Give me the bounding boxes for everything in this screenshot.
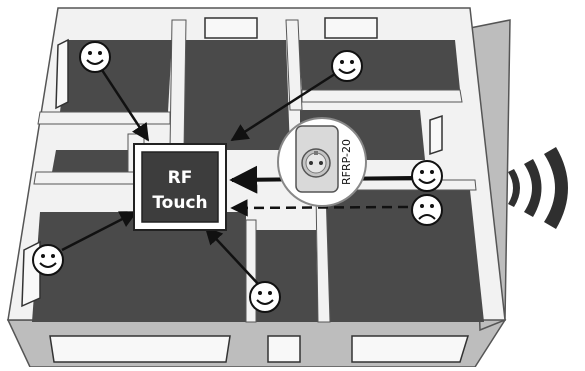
window-right: [429, 114, 443, 156]
room-floor-top-left: [60, 40, 172, 112]
window-back-2: [324, 17, 378, 39]
wireless-signal-icon: [508, 147, 568, 229]
power-socket-icon: [301, 148, 331, 178]
room-floor-bottom-right: [326, 190, 484, 322]
wall-segment: [33, 171, 141, 185]
arrow-top-left: [100, 69, 150, 142]
rf-touch-device: RF Touch: [133, 143, 227, 231]
smiley-happy-icon: [411, 160, 443, 192]
smiley-sad-icon: [411, 194, 443, 226]
arrow-top-right: [230, 70, 339, 142]
smiley-happy-icon: [32, 244, 64, 276]
window-front-1: [49, 335, 231, 363]
wall-segment: [169, 19, 187, 151]
device-label-line2: Touch: [152, 193, 207, 213]
wall-segment: [301, 89, 463, 103]
arrow-bottom-right: [204, 226, 261, 287]
window-front-3: [351, 335, 470, 363]
window-back-1: [204, 17, 258, 39]
arrow-bottom-left: [61, 210, 138, 252]
smiley-happy-icon: [331, 50, 363, 82]
window-left-top: [55, 38, 69, 110]
device-label-line1: RF: [168, 168, 193, 188]
repeater-label: RFRP-20: [340, 139, 353, 185]
rfrp-20-repeater: RFRP-20: [277, 117, 367, 207]
room-floor-bottom-left: [32, 212, 246, 322]
room-floor-hall: [52, 150, 140, 172]
room-floor-top-middle: [184, 40, 290, 150]
smiley-happy-icon: [79, 41, 111, 73]
window-front-2: [267, 335, 301, 363]
smiley-happy-icon: [249, 281, 281, 313]
wall-segment: [285, 19, 303, 111]
wall-segment: [37, 111, 171, 125]
arrow-right-sad: [230, 199, 409, 217]
